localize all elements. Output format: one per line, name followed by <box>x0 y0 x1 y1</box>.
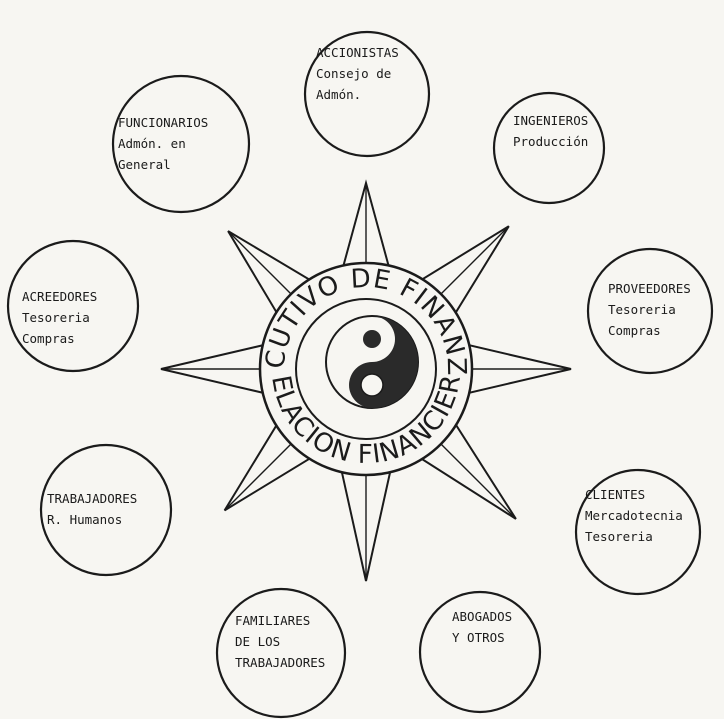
node-subtitle: TRABAJADORES <box>235 655 326 670</box>
node-circle-clientes <box>574 468 702 596</box>
node-circle-abogados <box>418 590 542 714</box>
node-circle-funcionarios <box>111 74 251 214</box>
node-subtitle: Tesoreria <box>22 310 90 325</box>
node-circle-trabajadores <box>39 443 173 577</box>
node-title: ABOGADOS <box>452 609 513 624</box>
node-circle-proveedores <box>586 247 714 375</box>
star-ridge <box>224 439 296 511</box>
star-ridge <box>227 230 296 299</box>
star-ridge <box>436 225 510 299</box>
node-circle-accionistas <box>303 30 431 158</box>
node-subtitle: Producción <box>513 134 589 149</box>
node-label-accionistas: ACCIONISTAS Consejo de Admón. <box>316 42 399 105</box>
node-subtitle: Mercadotecnia <box>585 508 683 523</box>
node-circle-ingenieros <box>492 91 606 205</box>
node-subtitle: R. Humanos <box>47 512 123 527</box>
node-subtitle: Y OTROS <box>452 630 505 645</box>
node-subtitle: Compras <box>22 331 75 346</box>
node-subtitle: Consejo de <box>316 66 392 81</box>
yin-yang-icon <box>325 315 419 409</box>
node-label-abogados: ABOGADOS Y OTROS <box>452 606 512 648</box>
node-subtitle: Compras <box>608 323 661 338</box>
node-title: ACCIONISTAS <box>316 45 399 60</box>
node-label-trabajadores: TRABAJADORES R. Humanos <box>47 488 137 530</box>
node-circle-acreedores <box>6 239 140 373</box>
node-title: FUNCIONARIOS <box>118 115 209 130</box>
node-title: CLIENTES <box>585 487 646 502</box>
node-subtitle: Admón. <box>316 87 362 102</box>
node-subtitle: Tesoreria <box>608 302 676 317</box>
node-subtitle: General <box>118 157 171 172</box>
node-circles <box>6 30 714 719</box>
node-subtitle: Tesoreria <box>585 529 653 544</box>
node-title: TRABAJADORES <box>47 491 138 506</box>
node-subtitle: Admón. en <box>118 136 186 151</box>
node-circle-familiares <box>215 587 347 719</box>
node-title: FAMILIARES <box>235 613 311 628</box>
node-label-funcionarios: FUNCIONARIOS Admón. en General <box>118 112 208 175</box>
node-title: INGENIEROS <box>513 113 589 128</box>
node-label-familiares: FAMILIARES DE LOS TRABAJADORES <box>235 610 325 673</box>
node-title: PROVEEDORES <box>608 281 691 296</box>
node-subtitle: DE LOS <box>235 634 281 649</box>
node-title: ACREEDORES <box>22 289 98 304</box>
node-label-ingenieros: INGENIEROS Producción <box>513 110 588 152</box>
star-ridge <box>436 439 517 520</box>
